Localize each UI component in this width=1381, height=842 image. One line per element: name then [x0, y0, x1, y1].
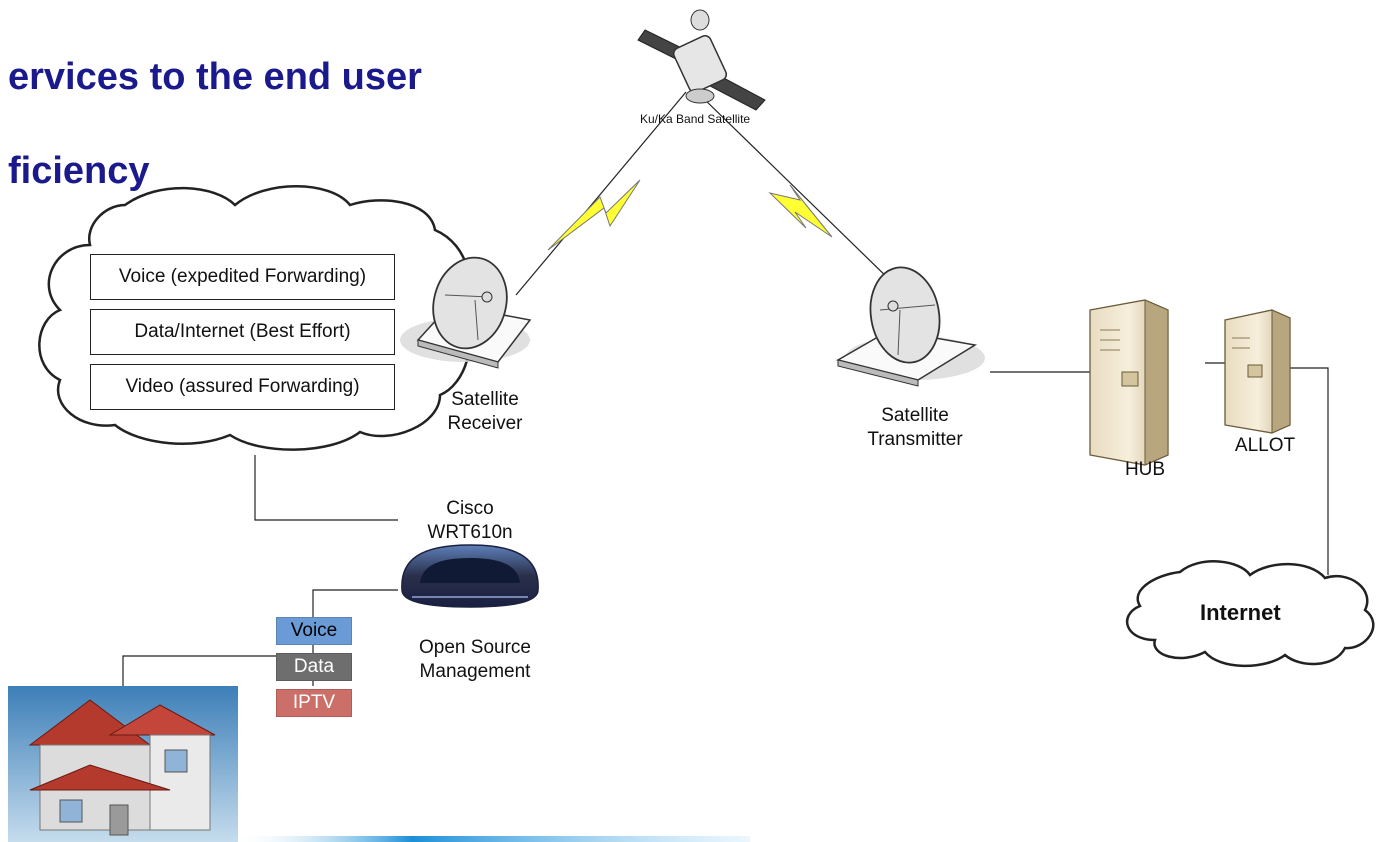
- management-label-line1: Open Source: [419, 637, 531, 658]
- satellite-icon: [637, 9, 766, 111]
- router-label-line1: Cisco: [446, 498, 494, 519]
- service-iptv: IPTV: [276, 689, 352, 717]
- slide-title-line1: ervices to the end user: [8, 56, 422, 98]
- server-icon: [1089, 299, 1169, 466]
- dish-icon: [400, 256, 532, 369]
- router-icon: [401, 544, 539, 608]
- receiver-label: Satellite Receiver: [440, 388, 530, 436]
- receiver-label-line1: Satellite: [451, 389, 519, 410]
- slide-title-line2: ficiency: [8, 150, 150, 192]
- qos-voice-box: Voice (expedited Forwarding): [90, 254, 395, 300]
- transmitter-label-line1: Satellite: [881, 405, 949, 426]
- service-voice: Voice: [276, 617, 352, 645]
- house-icon: [8, 686, 238, 842]
- management-label: Open Source Management: [400, 636, 550, 684]
- internet-label: Internet: [1200, 600, 1281, 625]
- cloud-icon: [1126, 560, 1375, 668]
- satellite-label: Ku/Ka Band Satellite: [640, 112, 751, 126]
- lightning-icon: [547, 179, 641, 251]
- bottom-band: [230, 836, 750, 842]
- hub-label: HUB: [1124, 459, 1166, 480]
- qos-data-box: Data/Internet (Best Effort): [90, 309, 395, 355]
- server-icon: [1224, 309, 1291, 434]
- transmitter-label: Satellite Transmitter: [860, 404, 970, 452]
- router-label: Cisco WRT610n: [410, 497, 530, 545]
- management-label-line2: Management: [419, 661, 531, 682]
- transmitter-label-line2: Transmitter: [867, 429, 963, 450]
- router-label-line2: WRT610n: [427, 522, 513, 543]
- allot-label: ALLOT: [1234, 435, 1296, 456]
- service-data: Data: [276, 653, 352, 681]
- dish-icon: [836, 266, 985, 387]
- connector-lines: [122, 91, 1329, 686]
- qos-video-box: Video (assured Forwarding): [90, 364, 395, 410]
- receiver-label-line2: Receiver: [447, 413, 523, 434]
- lightning-icon: [768, 184, 833, 238]
